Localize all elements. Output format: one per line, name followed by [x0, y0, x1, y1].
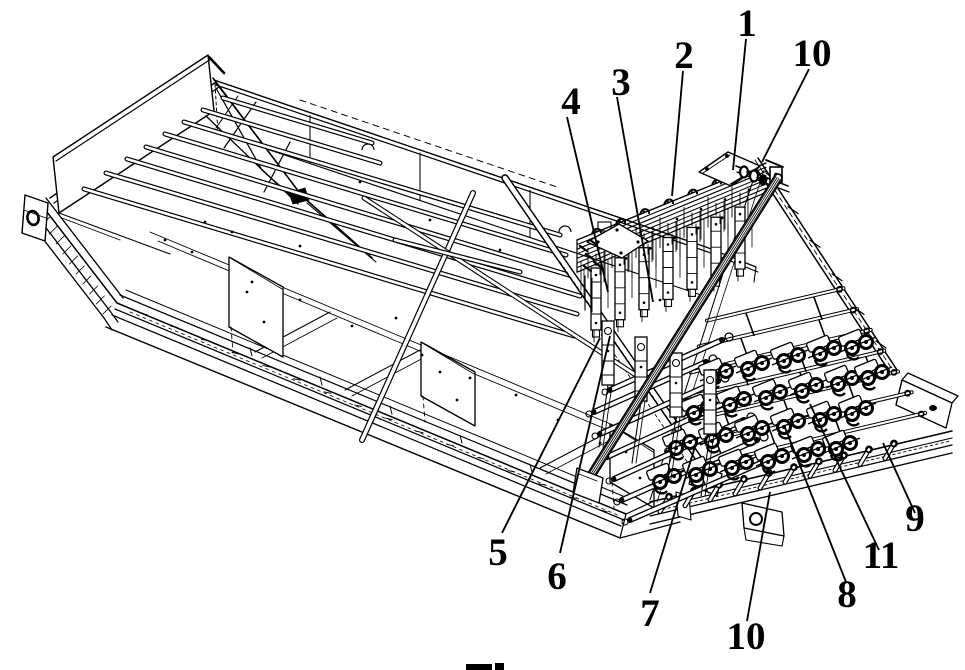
svg-text:8: 8: [837, 573, 857, 616]
svg-text:3: 3: [611, 61, 631, 104]
svg-text:7: 7: [640, 592, 660, 635]
svg-text:9: 9: [905, 497, 925, 540]
svg-text:6: 6: [547, 555, 567, 598]
svg-text:10: 10: [727, 615, 766, 658]
svg-text:10: 10: [793, 32, 832, 75]
svg-text:2: 2: [674, 34, 694, 77]
svg-text:11: 11: [863, 534, 900, 577]
svg-text:5: 5: [488, 531, 508, 574]
svg-text:1: 1: [737, 2, 757, 45]
svg-text:4: 4: [561, 80, 581, 123]
